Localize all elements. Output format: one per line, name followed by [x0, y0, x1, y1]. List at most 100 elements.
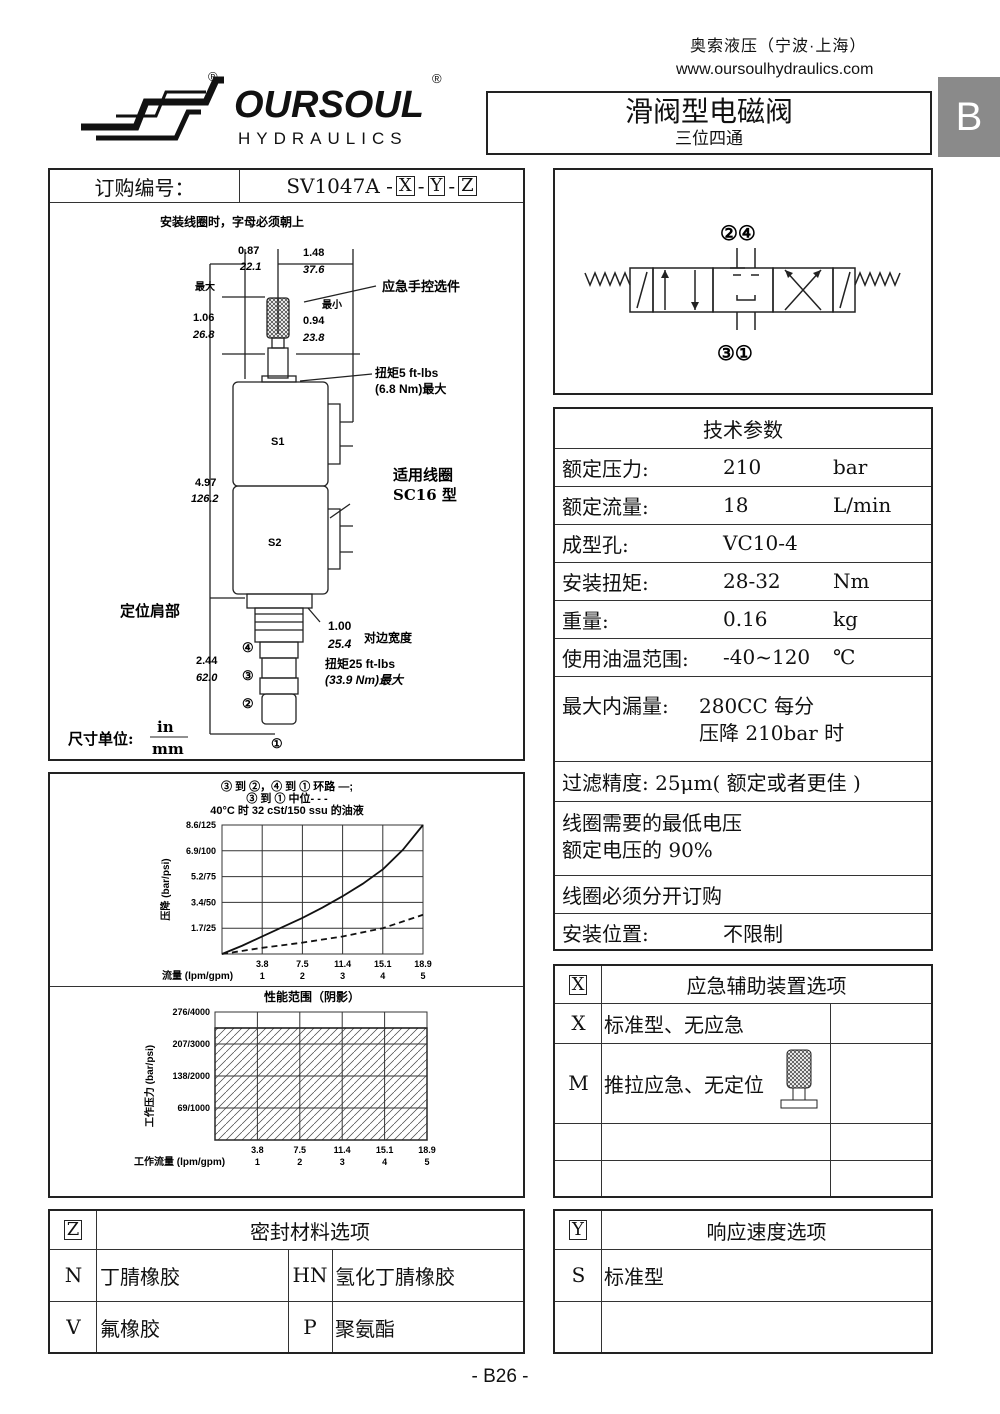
x-tick-label: 15.1	[376, 1145, 394, 1155]
z-options-title: 密封材料选项	[250, 1219, 370, 1244]
shaded-performance-area	[214, 1027, 428, 1141]
registered-mark: ®	[208, 69, 218, 84]
page-title: 滑阀型电磁阀	[624, 95, 793, 128]
unit-label: 尺寸单位:	[68, 730, 134, 748]
page-subtitle: 三位四通	[675, 129, 743, 149]
order-code-prefix: SV1047A -	[286, 174, 393, 198]
dimension-label: 126.2	[191, 493, 219, 505]
max-label: 最大	[195, 280, 215, 293]
charts-panel: ③ 到 ②，④ 到 ① 环路 —;③ 到 ① 中位- - -40°C 时 32 …	[48, 772, 525, 1198]
x-tick-label: 11.4	[334, 1145, 351, 1155]
y-tick-label: 276/4000	[172, 1007, 210, 1017]
plot-frame	[221, 824, 424, 955]
param-unit: Nm	[833, 569, 870, 593]
dimension-label: 2.44	[196, 655, 218, 667]
dimension-label: 1.48	[303, 247, 324, 259]
coil-order-note: 线圈必须分开订购	[562, 883, 722, 908]
x-options-table: X 应急辅助装置选项 X 标准型、无应急 M 推拉应急、无定位	[553, 964, 933, 1198]
x-tick-label: 3	[340, 971, 345, 981]
dimension-label: 22.1	[239, 261, 261, 273]
option-code: M	[568, 1071, 589, 1095]
option-label: 标准型、无应急	[604, 1012, 744, 1037]
separator: -	[448, 174, 456, 198]
page-number: - B26 -	[471, 1366, 529, 1387]
param-value: 18	[723, 493, 749, 517]
param-label: 成型孔:	[562, 532, 629, 557]
option-label: 氟橡胶	[100, 1316, 160, 1341]
y-tick-label: 3.4/50	[191, 897, 216, 907]
separator: -	[417, 174, 425, 198]
param-value: 210	[723, 455, 762, 479]
y-axis-label: 工作压力 (bar/psi)	[143, 1045, 156, 1127]
x-tick-label: 4	[380, 971, 385, 981]
y-tick-label: 138/2000	[172, 1071, 210, 1081]
y-tick-label: 8.6/125	[186, 820, 216, 830]
y-code-box: Y	[569, 1220, 587, 1240]
tech-params-title: 技术参数	[703, 418, 783, 442]
param-value: 0.16	[723, 607, 768, 631]
section-tab: B	[938, 77, 1000, 157]
x-code-box: X	[568, 974, 588, 995]
y-tick-label: 207/3000	[172, 1039, 210, 1049]
voltage-note: 线圈需要的最低电压	[562, 811, 742, 835]
brand-logo: ® OURSOUL ® HYDRAULICS	[76, 69, 446, 152]
x-tick-label: 3.8	[256, 959, 269, 969]
bottom-port-labels: ③①	[717, 343, 753, 365]
order-code-y: Y	[427, 176, 446, 196]
port-3-label: ③	[242, 668, 254, 683]
x-tick-label: 5	[420, 971, 425, 981]
dimension-label: 0.94	[303, 315, 325, 327]
x-tick-label: 4	[382, 1157, 387, 1167]
order-code-x: X	[395, 176, 415, 196]
chart-title: 性能范围（阴影）	[263, 989, 360, 1004]
chart-title: ③ 到 ②，④ 到 ① 环路 —;	[221, 779, 353, 793]
plot-frame	[214, 1011, 428, 1141]
option-code: HN	[292, 1263, 328, 1287]
x-options-title: 应急辅助装置选项	[686, 974, 847, 998]
x-tick-label: 15.1	[374, 959, 392, 969]
flat-width-label: 对边宽度	[364, 630, 413, 645]
option-label: 聚氨酯	[335, 1316, 395, 1341]
dimension-drawing-panel: 订购编号： SV1047A - X- Y- Z 安装线圈时，字母必须朝上 0.8…	[48, 168, 525, 761]
dimension-label: 26.8	[192, 329, 215, 341]
x-tick-label: 18.9	[418, 1145, 436, 1155]
series-line-1	[221, 913, 424, 955]
torque-label: (6.8 Nm)最大	[375, 381, 446, 396]
y-tick-label: 1.7/25	[191, 923, 216, 933]
option-code: X	[571, 1011, 586, 1035]
param-label: 重量:	[562, 608, 609, 633]
x-tick-label: 5	[424, 1157, 429, 1167]
leak-condition: 压降 210bar 时	[699, 721, 845, 745]
shoulder-label: 定位肩部	[120, 602, 180, 620]
tech-params-table: 技术参数 额定压力: 210 bar 额定流量: 18 L/min 成型孔: V…	[553, 407, 933, 951]
option-code: N	[64, 1263, 83, 1287]
brand-subtitle: HYDRAULICS	[238, 129, 408, 148]
option-label: 丁腈橡胶	[100, 1264, 180, 1289]
min-label: 最小	[322, 298, 342, 311]
order-code-z: Z	[458, 176, 477, 196]
mount-label: 安装位置:	[562, 921, 649, 946]
param-unit: ℃	[833, 645, 856, 669]
y-tick-label: 5.2/75	[191, 872, 216, 882]
param-value: -40~120	[723, 645, 811, 669]
z-code-box: Z	[63, 1220, 83, 1240]
x-tick-label: 1	[255, 1157, 260, 1167]
param-value: VC10-4	[723, 531, 798, 555]
dimension-label: 37.6	[303, 264, 325, 276]
order-code: SV1047A - X- Y- Z	[240, 170, 523, 202]
param-label: 安装扭矩:	[562, 570, 649, 595]
website[interactable]: www.oursoulhydraulics.com	[676, 61, 874, 78]
performance-range-chart: 性能范围（阴影）69/1000138/2000207/3000276/40003…	[134, 989, 436, 1168]
top-port-labels: ②④	[720, 223, 756, 245]
install-note: 安装线圈时，字母必须朝上	[160, 214, 304, 229]
option-label: 标准型	[604, 1264, 664, 1289]
leak-label: 最大内漏量:	[562, 694, 669, 718]
y-options-table: Y 响应速度选项 S 标准型	[553, 1209, 933, 1354]
y-tick-label: 6.9/100	[186, 846, 216, 856]
x-tick-label: 1	[260, 971, 265, 981]
x-tick-label: 2	[297, 1157, 302, 1167]
option-label: 推拉应急、无定位	[604, 1072, 764, 1097]
chart-title: ③ 到 ① 中位- - -	[246, 791, 328, 805]
company-name: 奥索液压（宁波·上海）	[690, 38, 867, 55]
